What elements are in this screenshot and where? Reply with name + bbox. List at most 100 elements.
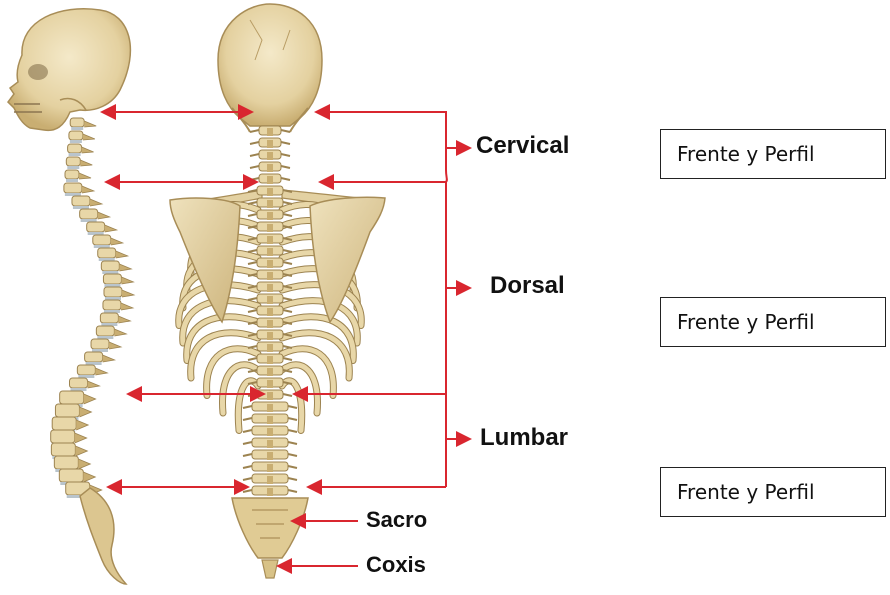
- spinous-process: [267, 404, 273, 412]
- spinous-process: [267, 452, 273, 460]
- side-vertebra-body: [72, 196, 90, 206]
- side-vertebra-body: [68, 144, 82, 153]
- spinous-process: [267, 296, 273, 304]
- side-eye-socket: [28, 64, 48, 80]
- side-vertebra-body: [104, 287, 122, 297]
- side-vertebra-body: [51, 430, 75, 443]
- side-spinous-process: [119, 264, 131, 271]
- side-vertebra-body: [77, 365, 95, 375]
- side-vertebra-body: [93, 235, 111, 245]
- side-spinous-process: [98, 212, 110, 219]
- side-spinous-process: [75, 446, 87, 456]
- spinous-process: [267, 476, 273, 484]
- side-spinous-process: [90, 199, 102, 206]
- side-spinous-process: [82, 147, 94, 153]
- side-vertebra-body: [59, 469, 83, 482]
- spinous-process: [267, 212, 273, 220]
- side-spinous-process: [122, 290, 134, 297]
- label-lumbar: Lumbar: [480, 424, 568, 452]
- side-spinous-process: [121, 277, 133, 284]
- side-vertebra-body: [101, 261, 119, 271]
- view-box-lumbar: Frente y Perfil: [660, 467, 886, 517]
- side-spinous-process: [84, 121, 96, 127]
- side-spinous-process: [84, 394, 96, 404]
- spinous-process: [267, 356, 273, 364]
- side-spinous-process: [75, 433, 87, 443]
- spinous-process: [267, 320, 273, 328]
- side-sacrum: [80, 488, 126, 584]
- side-vertebra-body: [52, 417, 76, 430]
- side-spinous-process: [118, 316, 130, 323]
- side-vertebra-body: [60, 391, 84, 404]
- spinous-process: [267, 440, 273, 448]
- side-spinous-process: [83, 472, 95, 482]
- side-vertebrae: [51, 118, 134, 498]
- spinous-process: [267, 308, 273, 316]
- side-spinous-process: [78, 459, 90, 469]
- side-vertebra-body: [103, 300, 121, 310]
- spinous-process: [267, 488, 273, 496]
- spinous-process: [267, 236, 273, 244]
- side-disc: [66, 179, 78, 182]
- side-spinous-process: [114, 329, 126, 336]
- side-vertebra-body: [103, 274, 121, 284]
- side-spinous-process: [79, 173, 91, 179]
- back-skull: [218, 4, 322, 126]
- side-vertebra-body: [96, 326, 114, 336]
- side-vertebra-body: [64, 183, 82, 193]
- spinous-process: [267, 224, 273, 232]
- side-vertebra-body: [85, 352, 103, 362]
- side-spinous-process: [95, 368, 107, 375]
- side-disc: [67, 166, 79, 169]
- side-disc: [69, 153, 81, 156]
- spinous-process: [267, 140, 273, 148]
- spinous-process: [267, 248, 273, 256]
- view-box-cervical: Frente y Perfil: [660, 129, 886, 179]
- side-spinous-process: [79, 407, 91, 417]
- spinous-process: [267, 380, 273, 388]
- side-spinous-process: [82, 186, 94, 193]
- side-spinous-process: [80, 160, 92, 166]
- side-vertebra-body: [87, 222, 105, 232]
- side-spinous-process: [116, 251, 128, 258]
- side-spinous-process: [105, 225, 117, 232]
- side-vertebra-body: [54, 456, 78, 469]
- back-coccyx: [262, 560, 278, 578]
- spinous-process: [267, 392, 273, 400]
- side-vertebra-body: [69, 378, 87, 388]
- label-cervical: Cervical: [476, 132, 569, 160]
- side-spinous-process: [83, 134, 95, 140]
- spinous-process: [267, 272, 273, 280]
- side-vertebra-body: [100, 313, 118, 323]
- side-view-spine: [8, 9, 134, 584]
- side-disc: [70, 140, 82, 143]
- side-vertebra-body: [51, 443, 75, 456]
- view-box-dorsal: Frente y Perfil: [660, 297, 886, 347]
- back-sacrum: [232, 498, 308, 558]
- spinous-process: [267, 416, 273, 424]
- label-sacro: Sacro: [366, 507, 427, 533]
- side-spinous-process: [111, 238, 123, 245]
- side-spinous-process: [103, 355, 115, 362]
- label-coxis: Coxis: [366, 552, 426, 578]
- spinous-process: [267, 428, 273, 436]
- spinous-process: [267, 464, 273, 472]
- label-dorsal: Dorsal: [490, 272, 565, 300]
- spinous-process: [267, 284, 273, 292]
- spinous-process: [267, 260, 273, 268]
- spinous-process: [267, 152, 273, 160]
- side-disc: [71, 127, 83, 130]
- side-spinous-process: [87, 381, 99, 388]
- side-vertebra-body: [69, 131, 83, 140]
- spinous-process: [267, 200, 273, 208]
- side-spinous-process: [109, 342, 121, 349]
- spinous-process: [267, 128, 273, 136]
- side-vertebra-body: [55, 404, 79, 417]
- spinous-process: [267, 164, 273, 172]
- back-view-skeleton: [170, 4, 385, 578]
- spinous-process: [267, 188, 273, 196]
- side-vertebra-body: [70, 118, 84, 127]
- side-spinous-process: [76, 420, 88, 430]
- side-spinous-process: [121, 303, 133, 310]
